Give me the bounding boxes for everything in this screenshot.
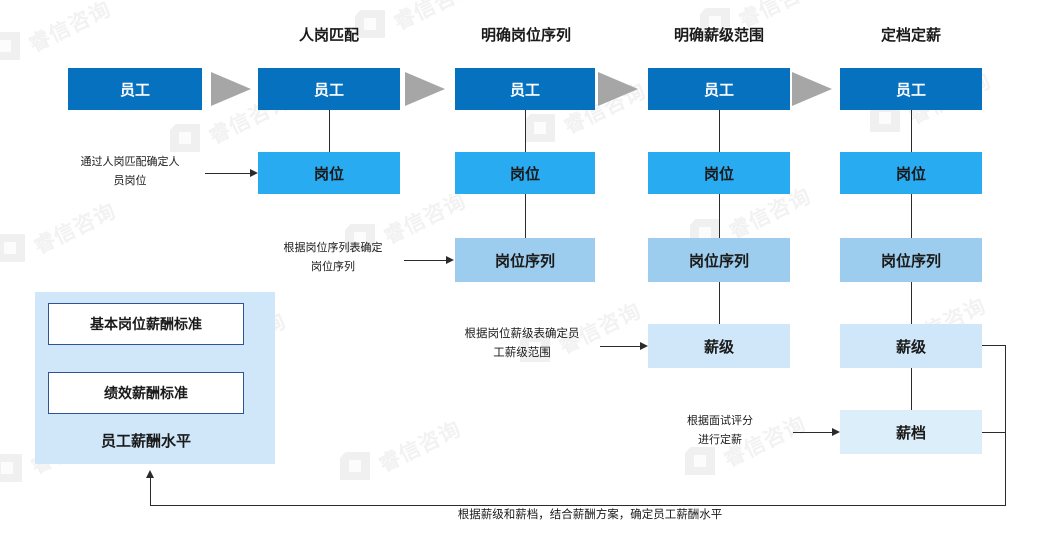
feedback-line-bottom (150, 505, 1006, 506)
bracket-vertical-lower (1005, 432, 1006, 506)
node-post-col2[interactable]: 岗位 (258, 152, 400, 194)
column-title-5: 定档定薪 (880, 26, 941, 44)
connector-col3-employee-post (525, 110, 526, 152)
connector-col5-series-grade (911, 282, 912, 324)
annotation-3-arrow (600, 346, 640, 347)
annotation-1-line1: 通过人岗匹配确定人 (80, 155, 180, 168)
annotation-1-arrow (205, 173, 250, 174)
annotation-2-arrow-head-icon (446, 256, 454, 264)
connector-col4-post-series (719, 194, 720, 238)
annotation-1-arrow-head-icon (250, 169, 258, 177)
legend-total-employee-salary-level: 员工薪酬水平 (100, 431, 191, 450)
legend-item-performance-salary[interactable]: 绩效薪酬标准 (48, 372, 244, 414)
annotation-4-arrow-head-icon (832, 428, 840, 436)
connector-col4-series-grade (719, 282, 720, 324)
node-post-col3[interactable]: 岗位 (455, 152, 595, 194)
bracket-from-salary-grade (982, 345, 1006, 346)
annotation-3-line2: 工薪级范围 (493, 345, 551, 359)
connector-col2-employee-post (329, 110, 330, 152)
column-title-3: 明确岗位序列 (480, 26, 571, 44)
node-post-series-col4[interactable]: 岗位序列 (648, 238, 790, 282)
annotation-3: 根据岗位薪级表确定员 工薪级范围 (442, 324, 602, 362)
annotation-4: 根据面试评分 进行定薪 (650, 411, 790, 449)
connector-col4-employee-post (719, 110, 720, 152)
annotation-2-line1: 根据岗位序列表确定 (283, 241, 383, 254)
node-employee-col2[interactable]: 员工 (258, 68, 400, 110)
feedback-line-riser (150, 478, 151, 506)
annotation-2-arrow (404, 260, 446, 261)
node-employee-col1[interactable]: 员工 (68, 68, 202, 110)
annotation-2: 根据岗位序列表确定 岗位序列 (258, 238, 408, 276)
flow-arrow-icon-2 (405, 72, 445, 106)
node-salary-step-col5[interactable]: 薪档 (840, 410, 982, 454)
node-post-col5[interactable]: 岗位 (840, 152, 982, 194)
annotation-1: 通过人岗匹配确定人 员岗位 (60, 152, 200, 190)
annotation-4-line2: 进行定薪 (698, 433, 742, 446)
node-employee-col4[interactable]: 员工 (648, 68, 790, 110)
bracket-from-salary-step (982, 432, 1006, 433)
connector-col5-grade-step (911, 368, 912, 410)
annotation-4-line1: 根据面试评分 (687, 414, 753, 427)
legend-item-base-post-salary[interactable]: 基本岗位薪酬标准 (48, 303, 244, 345)
connector-col5-post-series (911, 194, 912, 238)
connector-col3-post-series (525, 194, 526, 238)
flow-arrow-icon-4 (792, 72, 832, 106)
connector-col5-employee-post (911, 110, 912, 152)
node-post-series-col3[interactable]: 岗位序列 (455, 238, 595, 282)
annotation-2-line2: 岗位序列 (311, 260, 355, 273)
node-post-series-col5[interactable]: 岗位序列 (840, 238, 982, 282)
node-post-col4[interactable]: 岗位 (648, 152, 790, 194)
column-title-2: 人岗匹配 (298, 26, 359, 44)
feedback-arrow-head-icon (146, 470, 154, 478)
annotation-4-arrow (793, 432, 833, 433)
node-employee-col3[interactable]: 员工 (455, 68, 595, 110)
annotation-3-arrow-head-icon (640, 342, 648, 350)
node-employee-col5[interactable]: 员工 (840, 68, 982, 110)
bottom-annotation: 根据薪级和薪档，结合薪酬方案，确定员工薪酬水平 (457, 507, 723, 521)
node-salary-grade-col4[interactable]: 薪级 (648, 324, 790, 368)
flow-arrow-icon-3 (598, 72, 638, 106)
bracket-vertical-upper (1005, 345, 1006, 432)
flow-arrow-icon-1 (211, 72, 251, 106)
node-salary-grade-col5[interactable]: 薪级 (840, 324, 982, 368)
annotation-3-line1: 根据岗位薪级表确定员 (464, 326, 580, 340)
column-title-4: 明确薪级范围 (673, 26, 764, 44)
annotation-1-line2: 员岗位 (113, 174, 147, 187)
